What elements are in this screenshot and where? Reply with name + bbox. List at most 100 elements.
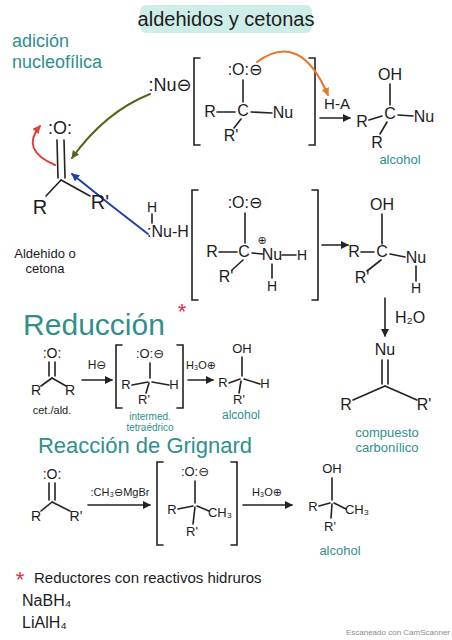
chem-label: :O: (43, 466, 62, 482)
drawing-stroke (64, 140, 65, 178)
chem-label: R (356, 113, 368, 131)
drawing-stroke (116, 345, 122, 408)
drawing-stroke (88, 504, 150, 506)
drawing-stroke (353, 386, 385, 400)
drawing-stroke (252, 253, 263, 254)
drawing-stroke (389, 84, 391, 105)
drawing-stroke (82, 379, 112, 381)
drawing-stroke (369, 116, 382, 120)
drawing-stroke (312, 190, 318, 300)
chem-label: NaBH₄ (22, 592, 71, 610)
chem-label: H⊖ (88, 359, 107, 373)
chem-label: H (147, 199, 157, 215)
drawing-stroke (194, 58, 200, 145)
chem-label: R (340, 396, 352, 414)
drawing-stroke (41, 502, 52, 511)
drawing-stroke (157, 462, 163, 545)
drawing-stroke (398, 115, 413, 116)
chem-label: R' (224, 127, 239, 145)
chem-label: R' (138, 393, 150, 408)
chem-label: OH (370, 196, 394, 214)
drawing-stroke (241, 357, 243, 376)
drawing-stroke (244, 213, 246, 243)
chem-label: R (33, 196, 47, 219)
chem-label: R (348, 243, 360, 261)
drawing-stroke (52, 378, 66, 386)
chem-label: R (308, 500, 317, 515)
drawing-stroke (178, 506, 193, 509)
chem-label: R' (355, 269, 370, 287)
drawing-stroke (151, 214, 153, 223)
chem-label: CH₃ (345, 503, 369, 518)
chem-label: CH₃ (208, 506, 232, 521)
chem-label: R (206, 243, 218, 261)
chem-label: R' (233, 393, 245, 408)
chem-label: H₃O⊕ (252, 486, 282, 499)
chem-label: R (204, 103, 216, 121)
chem-label: H₂O (395, 309, 425, 327)
drawing-stroke (271, 264, 273, 278)
drawing-stroke (46, 180, 61, 196)
chem-label: R (121, 378, 130, 393)
drawing-stroke (72, 94, 150, 158)
chem-label: R (31, 508, 41, 524)
chem-label: Nu (414, 108, 434, 126)
drawing-stroke (319, 503, 330, 506)
chem-label: R' (324, 520, 336, 535)
chem-label: R (65, 382, 75, 398)
drawing-stroke (257, 51, 328, 95)
drawing-stroke (41, 58, 417, 545)
chem-label: ⊕ (257, 234, 266, 247)
section-label: intermed. tetraédrico (110, 411, 190, 434)
chem-label: Escaneado con CamScanner (346, 628, 450, 637)
drawing-stroke (242, 80, 244, 102)
chem-label: C (384, 105, 396, 123)
chem-label: C (376, 243, 388, 261)
drawing-stroke (331, 504, 332, 518)
chem-label: :O: (48, 118, 72, 139)
drawing-stroke (48, 362, 50, 376)
chem-label: C (237, 102, 249, 120)
drawing-stroke (243, 504, 292, 506)
chem-label: cet./ald. (33, 404, 72, 417)
section-label: alcohol (319, 544, 360, 559)
drawing-stroke (33, 51, 328, 234)
drawing-stroke (152, 382, 169, 385)
drawing-stroke (381, 360, 383, 384)
drawing-stroke (251, 112, 272, 113)
chem-label: :O:⊖ (228, 61, 263, 79)
chem-label: Nu (273, 104, 293, 122)
drawing-stroke (146, 383, 149, 393)
drawing-stroke (234, 119, 241, 128)
drawing-stroke (384, 298, 386, 336)
drawing-stroke (52, 502, 70, 511)
chem-label: Nu (406, 249, 426, 267)
drawing-stroke (331, 478, 333, 500)
section-label: compuesto carbonílico (337, 426, 437, 456)
drawing-stroke (380, 122, 387, 134)
chem-label: :CH₃⊖MgBr (91, 486, 150, 499)
chem-label: R (31, 382, 41, 398)
drawing-stroke (132, 382, 148, 385)
chem-label: LiAlH₄ (22, 614, 67, 632)
drawing-stroke (239, 381, 241, 393)
chem-label: OH (378, 66, 402, 84)
section-label: Reacción de Grignard (38, 433, 252, 458)
chem-label: Nu (375, 341, 395, 359)
section-label: alcohol (222, 409, 260, 423)
chem-label: Nu (262, 246, 282, 264)
drawing-stroke (48, 483, 50, 500)
chem-label: R (218, 376, 227, 391)
drawing-stroke (193, 507, 195, 524)
chem-label: R (371, 134, 383, 152)
chem-label: :O:⊖ (136, 347, 164, 362)
drawing-stroke (177, 345, 183, 408)
drawing-stroke (415, 266, 417, 281)
drawing-stroke (231, 462, 237, 545)
chem-label: R' (70, 508, 83, 524)
chem-label: H (267, 278, 277, 294)
chem-label: H (260, 377, 269, 392)
drawing-stroke (54, 483, 56, 500)
drawing-stroke (61, 180, 90, 196)
